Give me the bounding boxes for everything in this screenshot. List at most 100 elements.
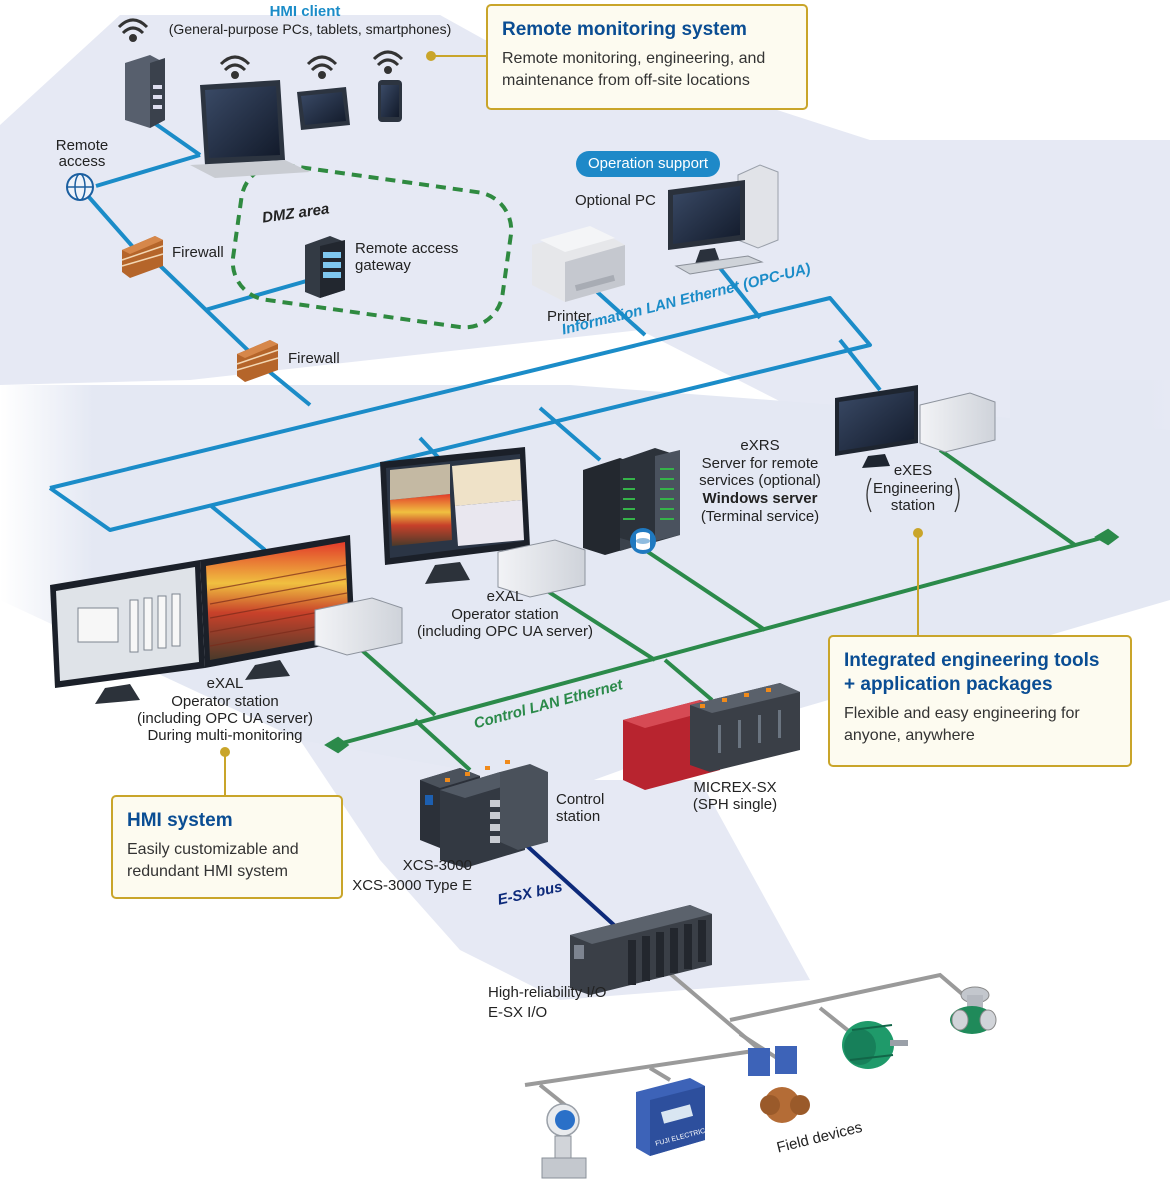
optional-pc [668, 164, 779, 275]
globe-icon [66, 173, 94, 201]
integrated-engineering-line-1: Flexible and easy engineering for [844, 705, 1080, 722]
integrated-engineering-callout: Integrated engineering tools + applicati… [828, 635, 1132, 767]
smartphone-icon [378, 80, 402, 122]
field-line-flow [738, 1032, 782, 1062]
control-lan [258, 448, 1120, 772]
right-fade [1010, 380, 1170, 600]
gateway-label-1: Remote access [355, 240, 459, 257]
info-lan-exal-left-link [208, 503, 267, 552]
transmitter-icon [541, 1103, 587, 1179]
exal-left-line-1: Operator station [171, 693, 279, 710]
integrated-engineering-line-2: anyone, anywhere [844, 727, 975, 744]
laptop-icon [190, 80, 310, 178]
exal-center-pc-box [497, 539, 586, 598]
exal-left-name: eXAL [206, 675, 244, 692]
integrated-engineering-description: Flexible and easy engineering for anyone… [844, 703, 1116, 747]
field-line-analyzer [648, 1066, 672, 1082]
control-lan-xcs-link-1 [413, 718, 472, 772]
hmi-system-line-2: redundant HMI system [127, 863, 288, 880]
tower-pc [125, 55, 165, 128]
exal-left-line-3: During multi-monitoring [147, 727, 303, 744]
micrex-label-2: (SPH single) [692, 796, 778, 813]
printer-icon [532, 226, 625, 302]
control-lan-exes-link [938, 448, 1077, 547]
remote-access-label-1: Remote [55, 137, 109, 154]
exes-station [835, 385, 996, 468]
info-lan-exrs-link [538, 406, 602, 462]
exes-bracket-right [954, 477, 960, 513]
hmi-client-title: HMI client [269, 3, 341, 20]
exes-bracket-left [866, 477, 872, 513]
esx-bus-line [513, 833, 627, 937]
operation-support-badge: Operation support [576, 151, 721, 177]
gateway-label-2: gateway [355, 257, 411, 274]
field-line-transmitter [538, 1083, 567, 1107]
control-lan-main [334, 535, 1106, 747]
exal-center-station [380, 447, 586, 598]
callout-connectors [220, 51, 923, 795]
info-lan-main [48, 296, 872, 532]
hmi-system-line-1: Easily customizable and [127, 841, 299, 858]
firewall-icon-bottom [236, 340, 279, 382]
middle-panel [0, 385, 1170, 820]
info-lan-firewall-link [148, 254, 260, 362]
exal-left-station [50, 535, 403, 704]
micrex-label-1: MICREX-SX [693, 779, 777, 796]
optional-pc-label: Optional PC [575, 192, 656, 209]
hmi-client-subtitle: (General-purpose PCs, tablets, smartphon… [168, 21, 452, 37]
remote-monitoring-description: Remote monitoring, engineering, and main… [502, 48, 792, 92]
motor-icon [842, 1021, 908, 1069]
remote-monitoring-line-1: Remote monitoring, engineering, and [502, 50, 766, 67]
info-lan-gateway-link [204, 278, 311, 312]
xcs-unit-right [500, 764, 548, 850]
exes-pc-box [919, 392, 996, 453]
info-lan-exes-link [838, 338, 882, 392]
hmi-system-callout: HMI system Easily customizable and redun… [111, 795, 343, 899]
remote-monitoring-line-2: maintenance from off-site locations [502, 72, 750, 89]
integrated-engineering-title-1: Integrated engineering tools [844, 650, 1100, 671]
exrs-line-1: Server for remote [701, 455, 819, 472]
io-label-2: E-SX I/O [488, 1004, 548, 1021]
exal-left-pc-box [314, 597, 403, 656]
info-lan-firewall-remote [86, 194, 142, 257]
analyzer-box: FUJI ELECTRIC [636, 1078, 706, 1156]
printer-label: Printer [547, 308, 592, 325]
firewall-top-label: Firewall [172, 244, 224, 261]
upper-left-panel [0, 15, 1170, 600]
io-label-1: High-reliability I/O [488, 984, 607, 1001]
info-lan-remote-hmi [95, 153, 201, 188]
micrex-sx [623, 683, 800, 790]
xcs-label-2: XCS-3000 Type E [352, 877, 472, 894]
remote-monitoring-callout: Remote monitoring system Remote monitori… [486, 4, 808, 110]
exrs-servers [583, 448, 680, 555]
flowmeter-icon [748, 1046, 810, 1123]
control-lan-micrex-link [663, 658, 714, 702]
exes-name: eXES [893, 462, 933, 479]
hmi-system-description: Easily customizable and redundant HMI sy… [127, 839, 327, 883]
tablet-icon [297, 87, 350, 130]
exal-left-line-2: (including OPC UA server) [137, 710, 313, 727]
exrs-name: eXRS [740, 437, 780, 454]
database-icon [630, 528, 656, 554]
exrs-line-3: Windows server [702, 490, 818, 507]
exal-center-line-2: (including OPC UA server) [417, 623, 593, 640]
exes-line-1: Engineering [872, 480, 954, 497]
field-devices: FUJI ELECTRIC [541, 986, 997, 1179]
xcs-3000-controller [420, 760, 548, 868]
wifi-icon [117, 18, 404, 79]
firewall-bottom-label: Firewall [288, 350, 340, 367]
control-station-label-1: Control [556, 791, 605, 808]
xcs-label-1: XCS-3000 [402, 857, 472, 874]
exrs-line-2: services (optional) [699, 472, 821, 489]
hmi-client-devices [117, 18, 404, 178]
control-lan-exal-center-link [528, 578, 657, 662]
exal-center-line-1: Operator station [451, 606, 559, 623]
control-lan-end-left [324, 736, 350, 754]
hmi-system-title: HMI system [127, 810, 233, 831]
information-lan [48, 118, 882, 552]
control-lan-exrs-link [643, 548, 767, 632]
keyboard [674, 255, 764, 275]
exrs-line-4: (Terminal service) [700, 508, 820, 525]
